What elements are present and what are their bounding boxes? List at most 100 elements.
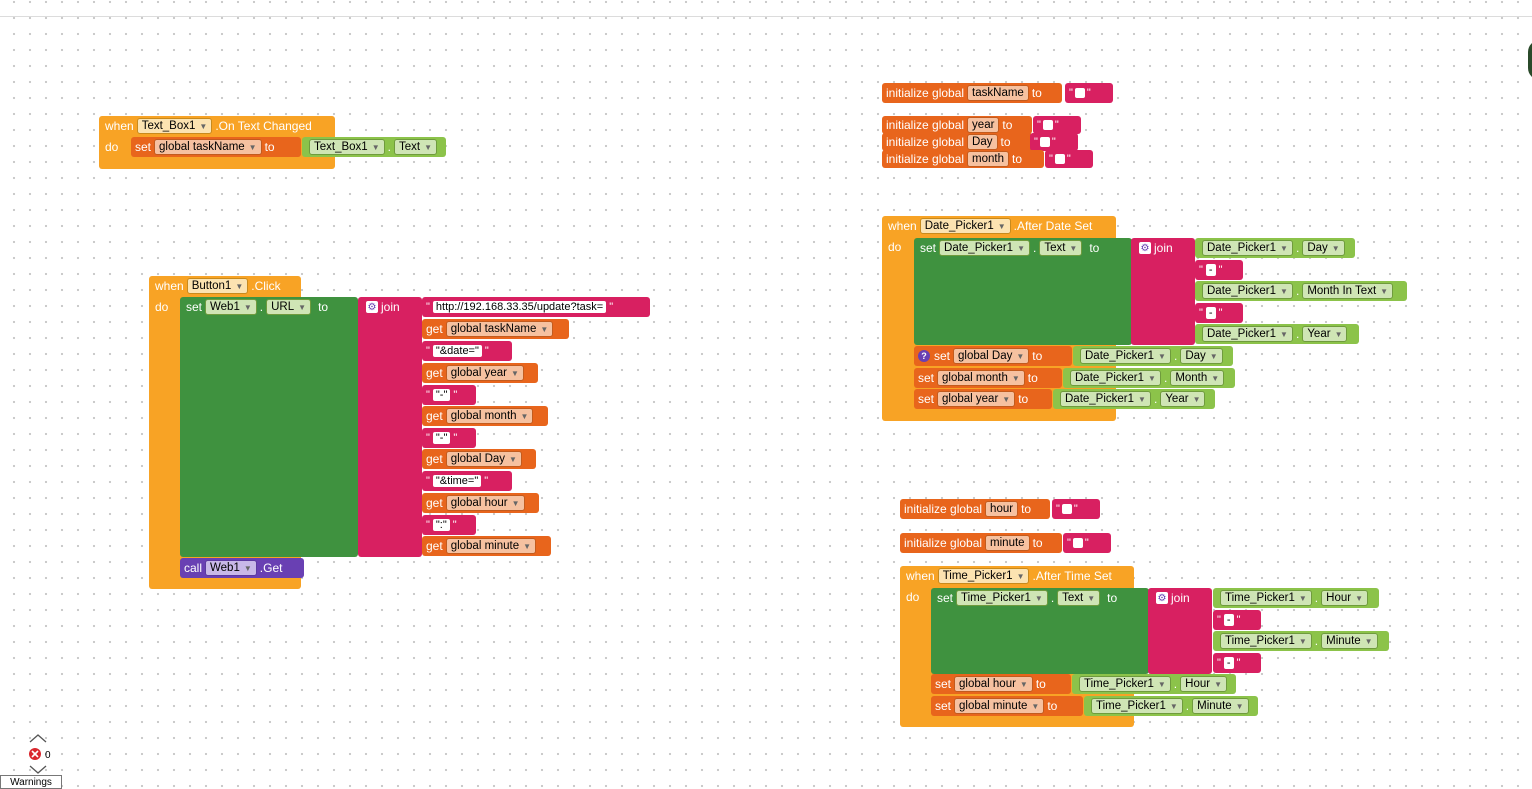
join-block[interactable]: ⚙ join xyxy=(358,297,422,557)
property-dropdown[interactable]: Hour▼ xyxy=(1321,590,1368,606)
text-value[interactable]: - xyxy=(1223,657,1234,669)
property-dropdown[interactable]: URL▼ xyxy=(266,299,312,315)
variable-dropdown[interactable]: global minute▼ xyxy=(445,538,537,554)
warnings-button[interactable]: Warnings xyxy=(0,775,62,789)
time-minute-getter-2[interactable]: Time_Picker1▼ . Minute▼ xyxy=(1084,696,1258,716)
property-dropdown[interactable]: Month▼ xyxy=(1170,370,1225,386)
get-minute[interactable]: get global minute▼ xyxy=(422,536,551,556)
component-dropdown[interactable]: Date_Picker1▼ xyxy=(1080,348,1171,364)
component-dropdown[interactable]: Date_Picker1▼ xyxy=(1202,240,1293,256)
variable-dropdown[interactable]: global hour▼ xyxy=(445,495,525,511)
text-dash[interactable]: "-" xyxy=(1213,610,1261,630)
gear-icon[interactable]: ⚙ xyxy=(1156,592,1168,604)
component-dropdown[interactable]: Text_Box1▼ xyxy=(136,118,213,134)
text-value[interactable]: ":" xyxy=(432,519,450,531)
property-dropdown[interactable]: Year▼ xyxy=(1302,326,1348,342)
property-dropdown[interactable]: Day▼ xyxy=(1302,240,1345,256)
variable-dropdown[interactable]: global minute▼ xyxy=(954,698,1045,714)
component-dropdown[interactable]: Web1▼ xyxy=(205,560,257,576)
gear-icon[interactable]: ⚙ xyxy=(1139,242,1151,254)
variable-dropdown[interactable]: global month▼ xyxy=(445,408,534,424)
variable-dropdown[interactable]: global Day▼ xyxy=(445,451,522,467)
text-value[interactable]: http://192.168.33.35/update?task= xyxy=(432,301,607,313)
component-dropdown[interactable]: Time_Picker1▼ xyxy=(956,590,1048,606)
variable-dropdown[interactable]: global taskName▼ xyxy=(445,321,554,337)
get-tasknames[interactable]: get global taskName▼ xyxy=(422,319,569,339)
variable-dropdown[interactable]: global year▼ xyxy=(445,365,524,381)
component-dropdown[interactable]: Time_Picker1▼ xyxy=(1220,590,1312,606)
text-dash[interactable]: "-" xyxy=(1195,303,1243,323)
variable-name[interactable]: minute xyxy=(985,535,1030,551)
empty-value[interactable] xyxy=(1072,538,1083,548)
component-dropdown[interactable]: Time_Picker1▼ xyxy=(1220,633,1312,649)
text-value[interactable]: "-" xyxy=(432,389,451,401)
call-web-get[interactable]: call Web1▼ .Get xyxy=(180,558,304,578)
text-value[interactable]: "&date=" xyxy=(432,345,482,357)
text-url[interactable]: " http://192.168.33.35/update?task= " xyxy=(422,297,650,317)
component-dropdown[interactable]: Date_Picker1▼ xyxy=(939,240,1030,256)
variable-dropdown[interactable]: global Day▼ xyxy=(953,348,1030,364)
property-dropdown[interactable]: Text▼ xyxy=(1039,240,1083,256)
text-value[interactable]: "-" xyxy=(432,432,451,444)
date-day-getter-2[interactable]: Date_Picker1▼ . Day▼ xyxy=(1073,346,1233,366)
text-value[interactable]: "&time=" xyxy=(432,475,482,487)
text-value[interactable]: - xyxy=(1205,264,1216,276)
text-dash-1[interactable]: " "-" " xyxy=(422,385,476,405)
text-dash-2[interactable]: " "-" " xyxy=(422,428,476,448)
property-dropdown[interactable]: Year▼ xyxy=(1160,391,1206,407)
empty-text[interactable]: "" xyxy=(1033,116,1081,134)
text-dash[interactable]: "-" xyxy=(1195,260,1243,280)
component-dropdown[interactable]: Time_Picker1▼ xyxy=(1079,676,1171,692)
set-global-year[interactable]: set global year▼ to xyxy=(914,389,1052,409)
join-block[interactable]: ⚙ join xyxy=(1148,588,1212,674)
get-day[interactable]: get global Day▼ xyxy=(422,449,536,469)
init-global-month[interactable]: initialize global month to xyxy=(882,150,1044,168)
set-datepicker-text[interactable]: set Date_Picker1▼ . Text▼ to xyxy=(914,238,1132,345)
variable-name[interactable]: taskName xyxy=(967,85,1029,101)
variable-name[interactable]: Day xyxy=(967,134,998,150)
date-month-text-getter[interactable]: Date_Picker1▼ . Month In Text▼ xyxy=(1195,281,1407,301)
component-dropdown[interactable]: Date_Picker1▼ xyxy=(1202,283,1293,299)
property-dropdown[interactable]: Day▼ xyxy=(1180,348,1223,364)
time-hour-getter[interactable]: Time_Picker1▼ . Hour▼ xyxy=(1213,588,1379,608)
variable-name[interactable]: year xyxy=(967,117,1000,133)
get-year[interactable]: get global year▼ xyxy=(422,363,538,383)
text-date[interactable]: " "&date=" " xyxy=(422,341,512,361)
help-icon[interactable]: ? xyxy=(918,350,930,362)
empty-text[interactable]: "" xyxy=(1030,133,1078,151)
empty-value[interactable] xyxy=(1074,88,1085,98)
component-dropdown[interactable]: Text_Box1▼ xyxy=(309,139,385,155)
empty-text[interactable]: "" xyxy=(1045,150,1093,168)
property-dropdown[interactable]: Month In Text▼ xyxy=(1302,283,1394,299)
variable-dropdown[interactable]: global year▼ xyxy=(937,391,1016,407)
date-month-getter[interactable]: Date_Picker1▼ . Month▼ xyxy=(1063,368,1235,388)
date-day-getter[interactable]: Date_Picker1▼ . Day▼ xyxy=(1195,238,1355,258)
get-month[interactable]: get global month▼ xyxy=(422,406,548,426)
component-dropdown[interactable]: Time_Picker1▼ xyxy=(937,568,1030,584)
empty-text[interactable]: "" xyxy=(1052,499,1100,519)
textbox-text-getter[interactable]: Text_Box1▼ . Text▼ xyxy=(302,137,446,157)
empty-value[interactable] xyxy=(1054,154,1065,164)
warning-navigation-icons[interactable] xyxy=(26,733,50,775)
init-global-hour[interactable]: initialize global hour to xyxy=(900,499,1050,519)
component-dropdown[interactable]: Date_Picker1▼ xyxy=(919,218,1011,234)
set-taskname-block[interactable]: set global taskName▼ to xyxy=(131,137,301,157)
time-minute-getter[interactable]: Time_Picker1▼ . Minute▼ xyxy=(1213,631,1389,651)
workspace-control-edge[interactable] xyxy=(1528,40,1532,80)
set-timepicker-text[interactable]: set Time_Picker1▼ . Text▼ to xyxy=(931,588,1149,674)
variable-name[interactable]: hour xyxy=(985,501,1019,517)
text-value[interactable]: - xyxy=(1205,307,1216,319)
text-dash[interactable]: "-" xyxy=(1213,653,1261,673)
gear-icon[interactable]: ⚙ xyxy=(366,301,378,313)
join-block[interactable]: ⚙ join xyxy=(1131,238,1195,345)
variable-dropdown[interactable]: global hour▼ xyxy=(954,676,1033,692)
component-dropdown[interactable]: Date_Picker1▼ xyxy=(1060,391,1151,407)
get-hour[interactable]: get global hour▼ xyxy=(422,493,539,513)
init-global-minute[interactable]: initialize global minute to xyxy=(900,533,1062,553)
property-dropdown[interactable]: Hour▼ xyxy=(1180,676,1227,692)
set-global-day[interactable]: ? set global Day▼ to xyxy=(914,346,1072,366)
component-dropdown[interactable]: Time_Picker1▼ xyxy=(1091,698,1183,714)
time-hour-getter-2[interactable]: Time_Picker1▼ . Hour▼ xyxy=(1072,674,1236,694)
set-web-url-block[interactable]: set Web1▼ . URL▼ to xyxy=(180,297,358,557)
text-colon[interactable]: " ":" " xyxy=(422,515,476,535)
